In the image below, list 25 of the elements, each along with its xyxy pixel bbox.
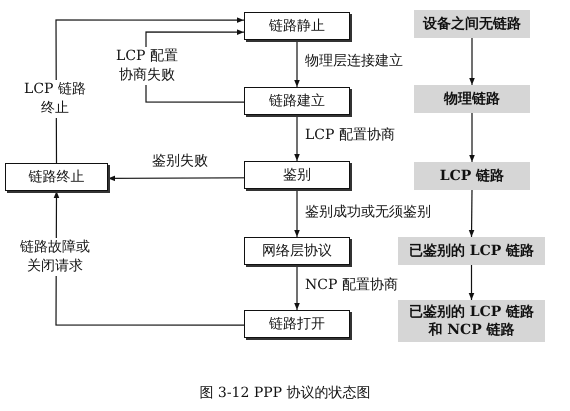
arrow — [469, 38, 475, 85]
caption: 图 3-12 PPP 协议的状态图 — [198, 384, 372, 402]
state-box: 网络层协议 — [244, 237, 350, 265]
edge-label: 链路故障或关闭请求 — [18, 238, 92, 276]
state-box: 链路建立 — [244, 87, 350, 115]
state-box: 链路终止 — [5, 163, 108, 191]
arrow — [468, 265, 474, 300]
link-stage-box: LCP 链路 — [414, 162, 530, 190]
arrow — [108, 176, 244, 182]
arrow — [294, 40, 300, 87]
edge-label: LCP 配置协商失败 — [114, 47, 180, 85]
arrow — [294, 115, 300, 161]
state-box: 链路打开 — [244, 310, 350, 338]
edge-label: LCP 链路终止 — [22, 80, 88, 118]
link-stage-box: 物理链路 — [414, 85, 530, 113]
link-stage-box: 设备之间无链路 — [414, 10, 530, 38]
link-stage-box: 已鉴别的 LCP 链路 — [398, 237, 545, 265]
link-stage-box: 已鉴别的 LCP 链路和 NCP 链路 — [398, 300, 545, 342]
state-box: 鉴别 — [244, 161, 350, 189]
state-box: 链路静止 — [244, 12, 350, 40]
arrow — [468, 190, 474, 237]
arrow — [294, 265, 300, 310]
arrow — [55, 17, 244, 163]
arrow — [469, 113, 475, 162]
arrow — [294, 189, 300, 237]
